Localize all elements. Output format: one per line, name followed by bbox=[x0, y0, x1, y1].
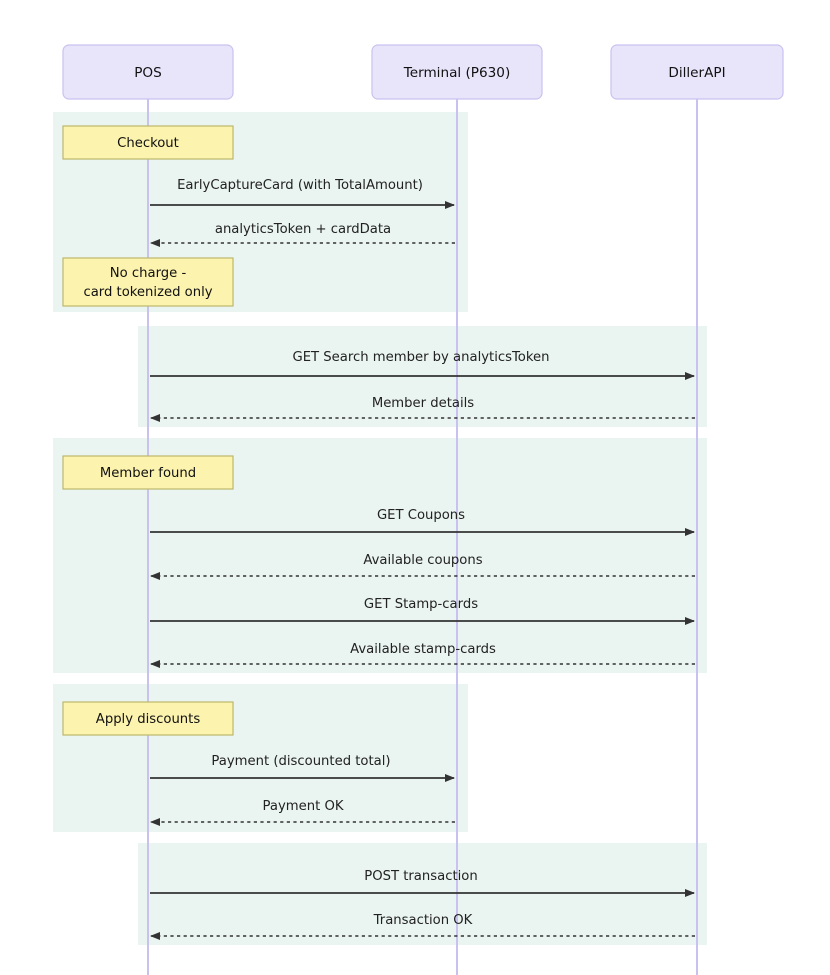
msg-available-stamp-cards: Available stamp-cards bbox=[150, 642, 695, 668]
note-label: Checkout bbox=[117, 136, 179, 151]
message-label: Available stamp-cards bbox=[350, 642, 496, 657]
participant-box[interactable] bbox=[62, 44, 234, 100]
message-label: Available coupons bbox=[363, 553, 482, 568]
lifelines bbox=[147, 99, 698, 975]
msg-member-details: Member details bbox=[150, 396, 695, 422]
message-label: GET Search member by analyticsToken bbox=[292, 350, 549, 365]
msg-analytics-token-card-data: analyticsToken + cardData bbox=[150, 222, 455, 247]
message-label: GET Stamp-cards bbox=[364, 597, 478, 612]
msg-payment-ok: Payment OK bbox=[150, 799, 455, 826]
participant-terminal[interactable]: Terminal (P630) bbox=[371, 44, 543, 100]
participant-boxes: POS Terminal (P630) DillerAPI bbox=[62, 44, 784, 100]
participant-pos[interactable]: POS bbox=[62, 44, 234, 100]
note-box bbox=[62, 455, 234, 490]
note-label: No charge - bbox=[110, 266, 187, 281]
note-label: Member found bbox=[100, 466, 196, 481]
note-checkout: Checkout bbox=[62, 125, 234, 160]
messages: EarlyCaptureCard (with TotalAmount) analy… bbox=[150, 178, 695, 940]
message-label: Payment (discounted total) bbox=[211, 754, 390, 769]
msg-available-coupons: Available coupons bbox=[150, 553, 695, 580]
msg-early-capture-card: EarlyCaptureCard (with TotalAmount) bbox=[150, 178, 455, 209]
note-no-charge: No charge - card tokenized only bbox=[62, 257, 234, 307]
participant-diller[interactable]: DillerAPI bbox=[610, 44, 784, 100]
message-label: Member details bbox=[372, 396, 474, 411]
note-label: Apply discounts bbox=[96, 712, 201, 727]
participant-box[interactable] bbox=[610, 44, 784, 100]
msg-payment-discounted-total: Payment (discounted total) bbox=[150, 754, 455, 782]
note-box bbox=[62, 701, 234, 736]
note-label: card tokenized only bbox=[83, 285, 212, 300]
note-member-found: Member found bbox=[62, 455, 234, 490]
note-box bbox=[62, 125, 234, 160]
participant-label: DillerAPI bbox=[668, 65, 725, 81]
msg-get-stamp-cards: GET Stamp-cards bbox=[150, 597, 695, 625]
message-label: Payment OK bbox=[263, 799, 344, 814]
participant-box[interactable] bbox=[371, 44, 543, 100]
participant-label: Terminal (P630) bbox=[403, 65, 511, 81]
msg-transaction-ok: Transaction OK bbox=[150, 913, 695, 940]
msg-get-search-member: GET Search member by analyticsToken bbox=[150, 350, 695, 380]
notes: Checkout No charge - card tokenized onlyMe… bbox=[62, 125, 234, 736]
participant-label: POS bbox=[134, 65, 162, 81]
note-box bbox=[62, 257, 234, 307]
note-apply-discounts: Apply discounts bbox=[62, 701, 234, 736]
msg-post-transaction: POST transaction bbox=[150, 869, 695, 897]
message-label: Transaction OK bbox=[373, 913, 473, 928]
message-label: analyticsToken + cardData bbox=[215, 222, 391, 237]
msg-get-coupons: GET Coupons bbox=[150, 508, 695, 536]
message-label: GET Coupons bbox=[377, 508, 465, 523]
post-transaction-region bbox=[138, 843, 707, 945]
message-label: EarlyCaptureCard (with TotalAmount) bbox=[177, 178, 423, 193]
message-label: POST transaction bbox=[364, 869, 477, 884]
